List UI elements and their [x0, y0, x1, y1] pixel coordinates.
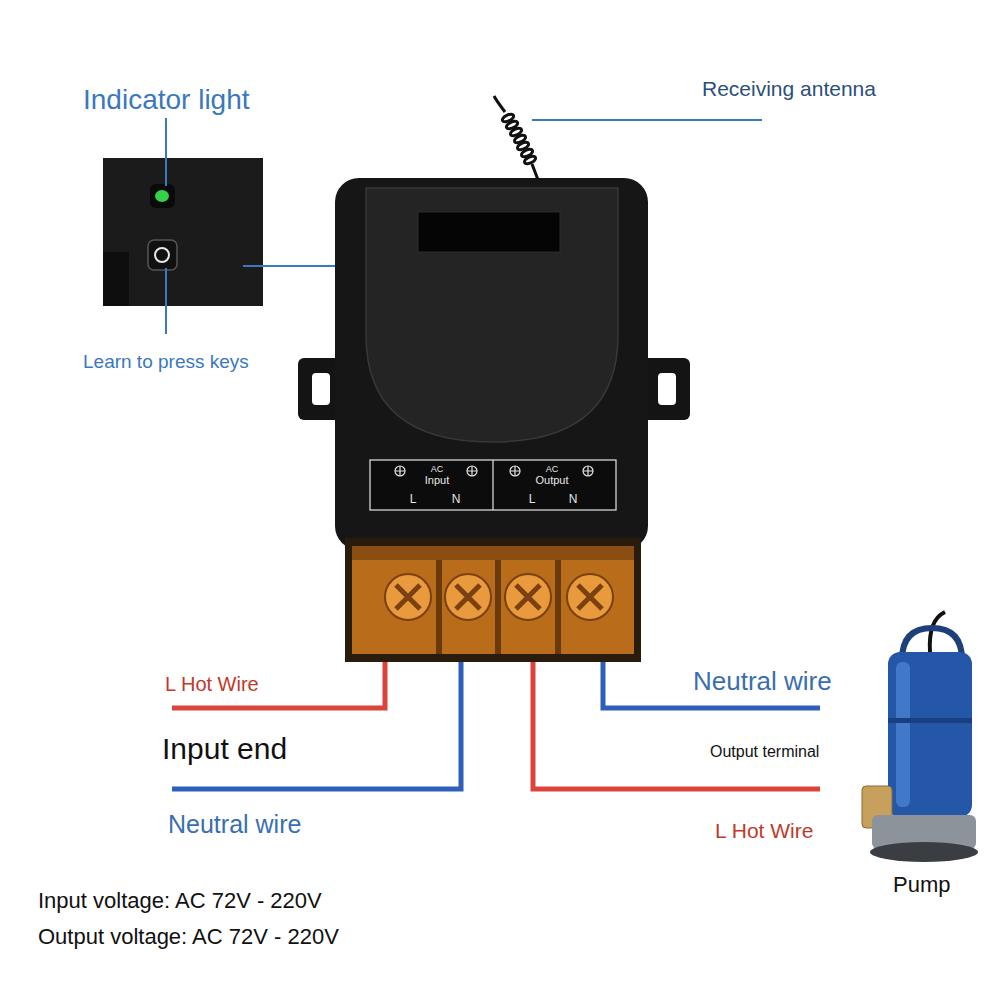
terminal-label: AC: [546, 465, 559, 474]
terminal-screw: [567, 574, 613, 620]
screw-symbol: [395, 466, 405, 476]
screw-symbol: [467, 466, 477, 476]
callout-label: Learn to press keys: [83, 352, 249, 371]
inset-photo: [103, 158, 263, 306]
led-housing: [150, 184, 175, 208]
terminal-separator: [555, 560, 561, 654]
screw-slot: [456, 585, 480, 609]
callout-label: Receiving antenna: [702, 78, 876, 99]
terminal-cover: [352, 546, 634, 654]
leader-line: [243, 265, 336, 267]
inset-edge: [103, 252, 129, 306]
terminal-label: L: [529, 493, 536, 505]
mounting-hole: [312, 373, 330, 405]
screw-symbol: [583, 466, 593, 476]
terminal-label: Input: [425, 475, 449, 486]
callout-label: Neutral wire: [693, 668, 832, 694]
terminal-label: L: [410, 493, 417, 505]
callout-label: Neutral wire: [168, 812, 301, 837]
leader-line: [165, 118, 167, 186]
callout-label: L Hot Wire: [715, 820, 813, 841]
pump-foot: [870, 842, 978, 862]
terminal-screw: [445, 574, 491, 620]
terminal-screw: [505, 574, 551, 620]
learn-button-ring: [155, 248, 169, 262]
screw-slot: [578, 585, 602, 609]
terminal-cover-edge: [352, 546, 634, 560]
panel-divider: [492, 460, 493, 510]
terminal-separator: [495, 560, 501, 654]
receiver-housing: [335, 178, 648, 550]
antenna-wire: [494, 96, 540, 185]
terminal-label: N: [452, 493, 461, 505]
screw-symbol: [395, 466, 405, 476]
callout-label: Input end: [162, 734, 287, 764]
terminal-label: AC: [431, 465, 444, 474]
callout-label: Input voltage: AC 72V - 220V: [38, 890, 322, 912]
terminal-screws: [385, 574, 613, 620]
screw-symbol: [510, 466, 520, 476]
screw-slot: [396, 585, 420, 609]
screw-slot: [516, 585, 540, 609]
terminal-label: Output: [535, 475, 568, 486]
terminal-block: [345, 538, 641, 662]
callout-label: Output terminal: [710, 744, 819, 760]
window: [418, 212, 560, 252]
pump-body: [888, 652, 972, 817]
callout-label: L Hot Wire: [165, 674, 259, 694]
leader-line: [532, 119, 762, 121]
screw-symbol: [467, 466, 477, 476]
callout-label: Pump: [893, 874, 950, 896]
indicator-led: [155, 190, 169, 202]
screw-symbol: [510, 466, 520, 476]
mounting-hole: [658, 373, 676, 405]
pump-band: [888, 718, 972, 723]
leader-line: [165, 268, 167, 334]
terminal-label: N: [569, 493, 578, 505]
antenna-coil: [501, 113, 536, 166]
antenna-coil-turn: [501, 113, 514, 124]
callout-label: Indicator light: [83, 86, 250, 114]
screw-symbol: [583, 466, 593, 476]
pump-highlight: [896, 662, 910, 807]
front-panel: [366, 188, 618, 442]
terminal-screw: [385, 574, 431, 620]
learn-button: [148, 240, 177, 270]
terminal-separator: [436, 560, 442, 654]
terminal-label-panel: [370, 460, 616, 510]
callout-label: Output voltage: AC 72V - 220V: [38, 926, 339, 948]
